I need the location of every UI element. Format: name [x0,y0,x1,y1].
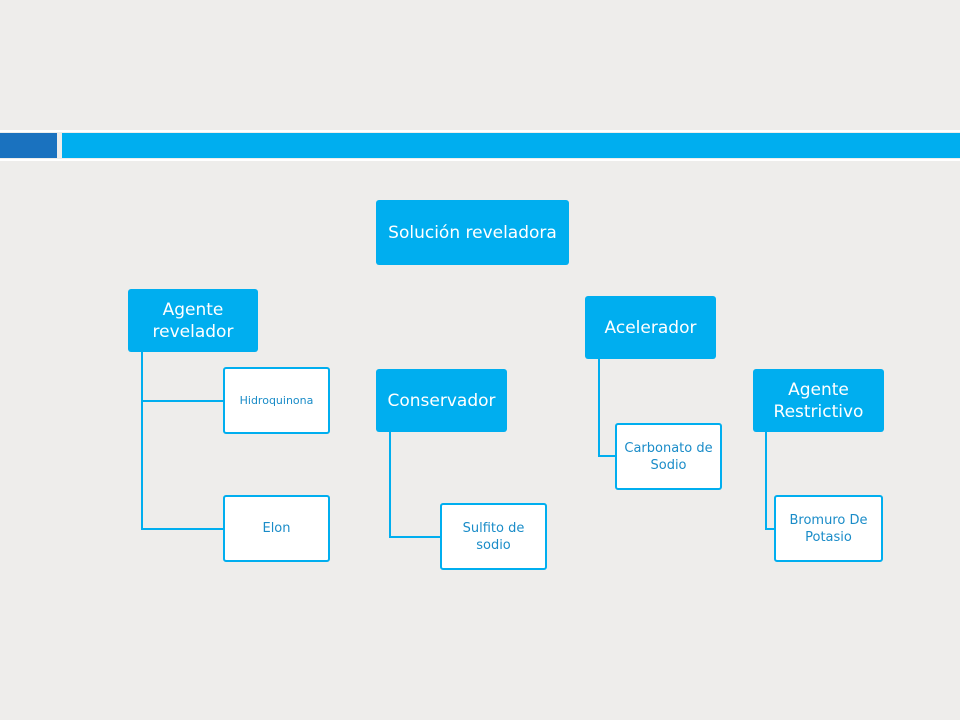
branch-label: Conservador [387,390,496,411]
connector [765,528,775,530]
header-bar-left [0,133,57,158]
leaf-label: Elon [262,521,291,536]
leaf-label: Bromuro De Potasio [789,512,868,545]
diagram-root-label: Solución reveladora [388,222,557,243]
connector [141,528,224,530]
branch-agente-revelador: Agente revelador [128,289,258,352]
leaf-label: Carbonato de Sodio [624,440,713,473]
leaf-sulfito-de-sodio: Sulfito de sodio [440,503,547,570]
branch-label: Agente revelador [152,299,234,342]
connector [141,352,143,530]
connector [389,432,391,538]
leaf-elon: Elon [223,495,330,562]
header-rule-top [0,130,960,132]
branch-label: Agente Restrictivo [773,379,864,422]
header-bar-right [62,133,960,158]
leaf-label: Hidroquinona [239,393,314,407]
connector [389,536,441,538]
connector [141,400,224,402]
leaf-hidroquinona: Hidroquinona [223,367,330,434]
header-rule-bottom [0,159,960,161]
connector [765,432,767,530]
leaf-bromuro-de-potasio: Bromuro De Potasio [774,495,883,562]
branch-label: Acelerador [604,317,697,338]
branch-acelerador: Acelerador [585,296,716,359]
diagram-root: Solución reveladora [376,200,569,265]
branch-conservador: Conservador [376,369,507,432]
leaf-label: Sulfito de sodio [462,520,525,553]
connector [598,359,600,457]
branch-agente-restrictivo: Agente Restrictivo [753,369,884,432]
leaf-carbonato-de-sodio: Carbonato de Sodio [615,423,722,490]
connector [598,455,616,457]
